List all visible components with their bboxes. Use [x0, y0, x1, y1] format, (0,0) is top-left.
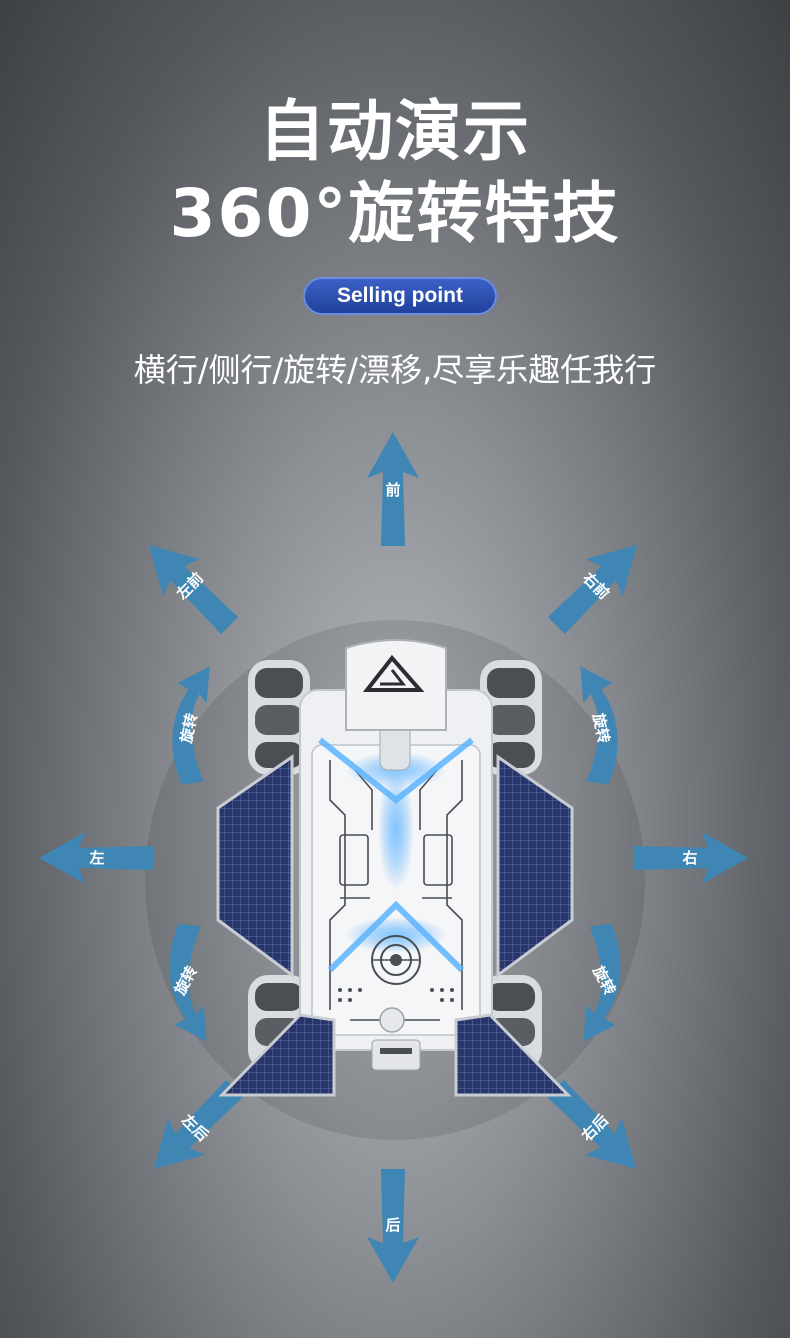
- arrow-right-label: 右: [682, 849, 697, 867]
- arrow-front-right: 右前: [538, 526, 656, 644]
- arrow-back: 后: [367, 1169, 419, 1283]
- solar-panel-upper-right: [496, 754, 574, 978]
- solar-panel-lower-right: [454, 1013, 572, 1097]
- arrow-back-label: 后: [385, 1216, 400, 1234]
- feature-description: 横行/侧行/旋转/漂移,尽享乐趣任我行: [133, 351, 657, 389]
- arrow-right: 右: [634, 832, 748, 884]
- arrow-front-left: 左前: [130, 526, 248, 644]
- speaker-grille-icon: [371, 935, 421, 985]
- solar-panel-lower-left: [218, 1013, 336, 1097]
- arrow-left-label: 左: [88, 849, 104, 867]
- arrow-left: 左: [39, 832, 153, 884]
- page-subtitle-heading: 360°旋转特技: [169, 175, 621, 252]
- rear-knob: [379, 1007, 405, 1033]
- solar-panel-upper-left: [216, 754, 294, 978]
- logo-triangle-icon: [362, 654, 425, 692]
- indicator-dots: [338, 988, 454, 1002]
- rear-bumper: [371, 1039, 421, 1071]
- page-title: 自动演示: [259, 93, 531, 170]
- toy-car: [216, 639, 574, 1097]
- turret: [345, 639, 447, 771]
- arrow-front-label: 前: [385, 481, 400, 499]
- selling-point-badge: Selling point: [303, 277, 497, 315]
- arrow-front: 前: [367, 432, 419, 546]
